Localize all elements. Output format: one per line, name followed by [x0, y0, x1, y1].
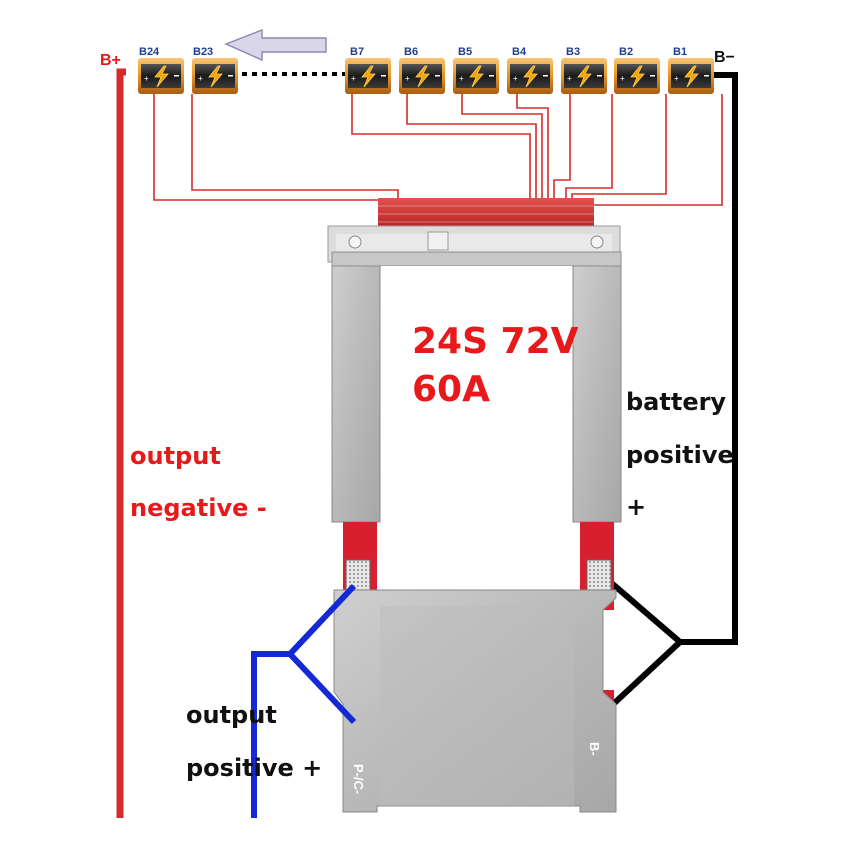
output-positive-label-line2: positive + — [186, 754, 323, 782]
battery-cell-b2: B2 — [614, 46, 660, 94]
battery-positive-label-line1: battery — [626, 388, 727, 416]
battery-positive-label-line2: positive — [626, 441, 734, 469]
cell-label: B3 — [566, 46, 580, 58]
board-marking-b-minus: B- — [587, 742, 602, 756]
b-minus-wire — [680, 72, 738, 645]
battery-cell-icon — [453, 58, 499, 94]
board-marking-pc-minus: P-/C- — [351, 764, 366, 794]
output-positive-wire — [251, 583, 357, 818]
cell-label: B1 — [673, 46, 687, 58]
battery-cell-b3: B3 — [561, 46, 607, 94]
bms-board — [327, 225, 622, 813]
battery-cell-icon — [561, 58, 607, 94]
cell-label: B5 — [458, 46, 472, 58]
cell-label: B24 — [139, 46, 160, 58]
battery-cell-icon — [399, 58, 445, 94]
cell-label: B4 — [512, 46, 527, 58]
battery-cell-b4: B4 — [507, 46, 553, 94]
battery-cell-icon — [138, 58, 184, 94]
battery-cell-icon — [614, 58, 660, 94]
battery-cell-b7: B7 — [345, 46, 391, 94]
cell-label: B7 — [350, 46, 364, 58]
battery-cell-b5: B5 — [453, 46, 499, 94]
pack-spec-title: 24S 72V — [412, 321, 579, 362]
b-plus-label: B+ — [100, 52, 121, 69]
pack-current-title: 60A — [412, 369, 490, 410]
battery-positive-label-line3: + — [626, 493, 647, 521]
board-window — [381, 266, 572, 588]
battery-cell-icon — [192, 58, 238, 94]
balance-sense-wires — [153, 94, 723, 206]
battery-cell-b6: B6 — [399, 46, 445, 94]
battery-cell-icon — [668, 58, 714, 94]
output-negative-label-line1: output — [130, 442, 221, 470]
cell-label: B6 — [404, 46, 418, 58]
output-negative-label-line2: negative - — [130, 494, 267, 522]
battery-cell-b23: B23 — [192, 46, 238, 94]
battery-cell-icon — [345, 58, 391, 94]
output-positive-label-line1: output — [186, 701, 277, 729]
left-arrow-icon — [224, 28, 327, 62]
battery-cell-b1: B1 — [668, 46, 714, 94]
battery-cell-icon — [507, 58, 553, 94]
b-plus-wire — [116, 68, 126, 818]
cell-label: B23 — [193, 46, 213, 58]
battery-cell-b24: B24 — [138, 46, 184, 94]
b-minus-label: B− — [714, 49, 735, 66]
cell-label: B2 — [619, 46, 633, 58]
